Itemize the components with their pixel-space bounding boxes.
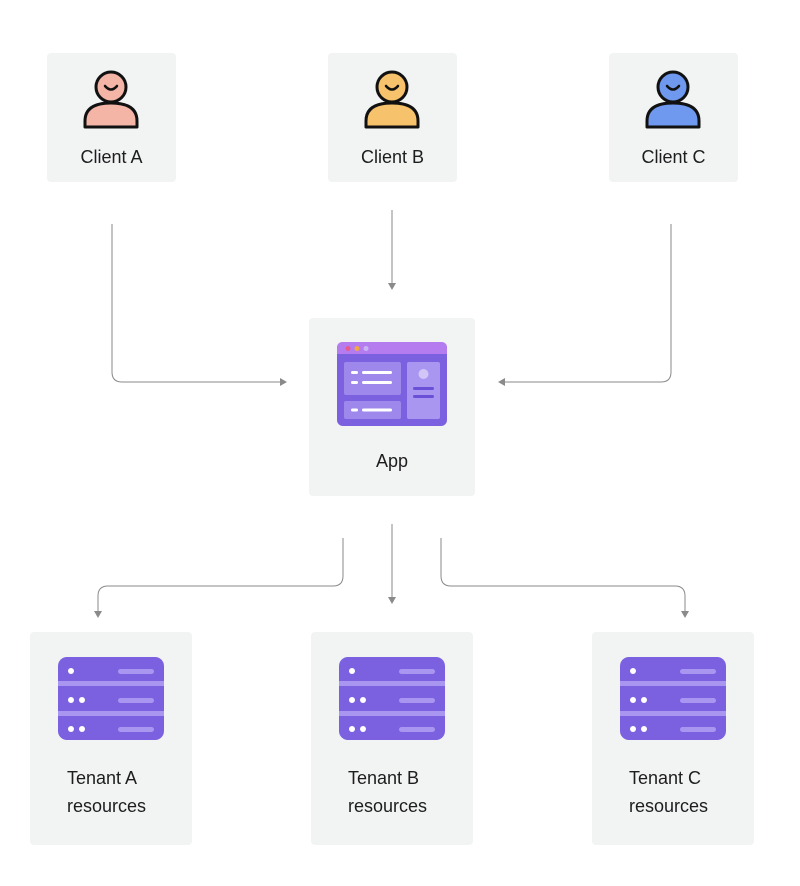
connector-client-a-to-app [111, 224, 287, 386]
tenant-label-line2: resources [629, 796, 709, 816]
client-card-a: Client A [47, 53, 176, 182]
client-label: Client A [80, 147, 143, 167]
tenant-card-b: Tenant B resources [311, 632, 473, 845]
user-icon [645, 70, 701, 129]
client-label: Client C [641, 147, 706, 167]
user-icon [364, 70, 420, 129]
connector-client-c-to-app [498, 224, 672, 386]
tenant-label: Tenant C resources [629, 764, 754, 820]
tenant-label-line2: resources [348, 796, 428, 816]
tenant-card-a: Tenant A resources [30, 632, 192, 845]
connector-app-to-tenant-c [440, 538, 689, 618]
tenant-label: Tenant B resources [348, 764, 473, 820]
app-card: App [309, 318, 475, 496]
tenant-label-line1: Tenant C [629, 768, 702, 788]
app-label: App [375, 451, 409, 471]
connector-app-to-tenant-a [94, 538, 344, 618]
user-icon [83, 70, 139, 129]
server-icon [620, 657, 726, 740]
client-card-b: Client B [328, 53, 457, 182]
tenant-label: Tenant A resources [67, 764, 192, 820]
server-icon [58, 657, 164, 740]
app-window-icon [337, 342, 447, 426]
client-label: Client B [360, 147, 425, 167]
tenant-label-line1: Tenant B [348, 768, 420, 788]
tenant-card-c: Tenant C resources [592, 632, 754, 845]
server-icon [339, 657, 445, 740]
client-card-c: Client C [609, 53, 738, 182]
tenant-label-line1: Tenant A [67, 768, 138, 788]
tenant-label-line2: resources [67, 796, 147, 816]
